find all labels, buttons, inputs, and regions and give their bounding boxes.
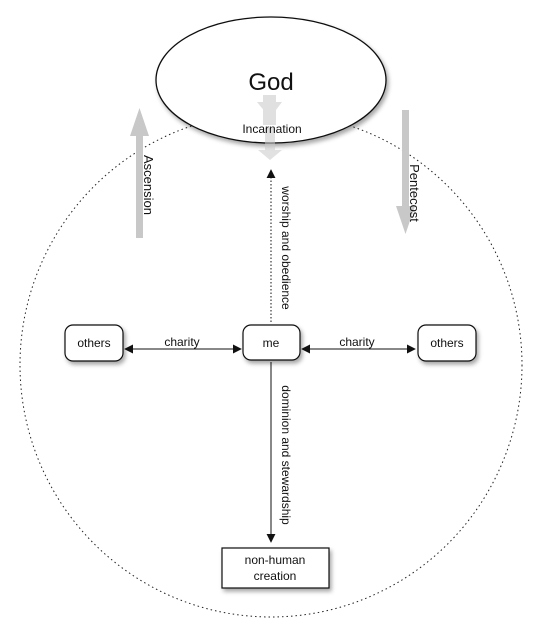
ascension-arrow bbox=[130, 108, 149, 238]
charity-left-label: charity bbox=[164, 335, 199, 349]
pentecost-arrow bbox=[396, 110, 415, 234]
charity-right-label: charity bbox=[339, 335, 374, 349]
others-left-label: others bbox=[77, 336, 110, 350]
creation-box: non-human creation bbox=[221, 547, 330, 589]
me-label: me bbox=[263, 336, 280, 350]
others-right-label: others bbox=[430, 336, 463, 350]
creation-label-line1: non-human bbox=[245, 553, 306, 567]
incarnation-label: Incarnation bbox=[242, 122, 301, 136]
incarnation-arrow bbox=[257, 95, 282, 160]
others-right-box: others bbox=[417, 324, 477, 362]
ascension-label: Ascension bbox=[141, 155, 156, 215]
me-box: me bbox=[242, 324, 301, 361]
pentecost-label: Pentecost bbox=[407, 164, 422, 222]
others-left-box: others bbox=[64, 324, 124, 362]
god-label: God bbox=[248, 69, 293, 96]
creation-label-line2: creation bbox=[254, 569, 297, 583]
dominion-label: dominion and stewardship bbox=[279, 385, 293, 525]
worship-label: worship and obedience bbox=[279, 185, 293, 310]
